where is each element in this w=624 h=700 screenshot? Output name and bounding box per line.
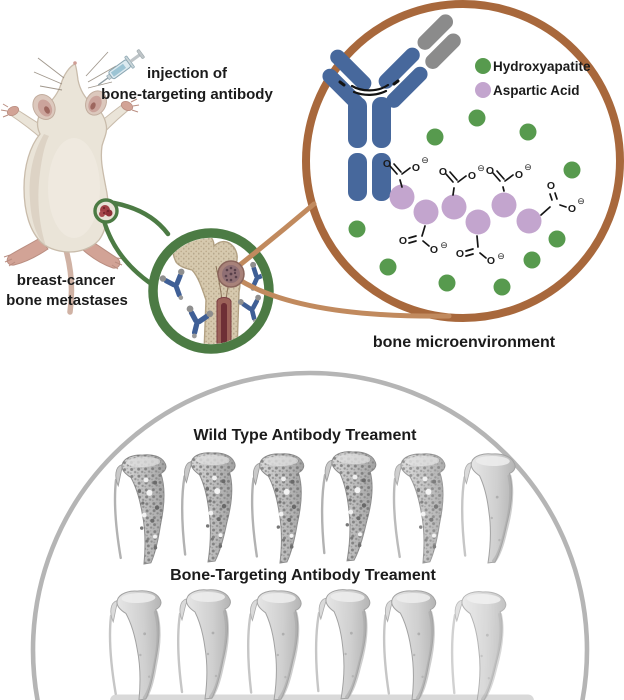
aspartic-acid-chain [389, 184, 542, 235]
svg-text:⊖: ⊖ [421, 155, 429, 165]
carboxylate: O O ⊖ [486, 162, 532, 192]
mouse-right-foot [82, 239, 121, 269]
injection-label-line1: injection of [147, 65, 228, 82]
legend-dot-hydroxyapatite [475, 58, 491, 74]
svg-text:O: O [412, 162, 420, 174]
antibody-gray-targeting-domains [417, 14, 461, 69]
carboxylate: O O ⊖ [383, 155, 429, 188]
mouse-left-foot [6, 237, 49, 266]
antibody-blue-domains [322, 47, 428, 201]
carboxylate: O O ⊖ [399, 225, 448, 256]
bone-scan [391, 451, 450, 566]
injection-label: injection of bone-targeting antibody [101, 65, 273, 103]
zoom-circle-content [158, 238, 264, 344]
carboxylate: O O ⊖ [439, 163, 485, 196]
svg-text:O: O [399, 235, 407, 247]
bone-tumor [217, 260, 245, 288]
hip-tumor-marker [93, 198, 119, 224]
mouse-whiskers [33, 51, 117, 91]
legend-dot-aspartic-acid [475, 82, 491, 98]
hydroxyapatite-particles [348, 109, 581, 296]
magnifier-cone-orange [233, 201, 452, 319]
mouse-claws [0, 98, 140, 118]
bone-scan [250, 452, 307, 565]
mouse-toes [3, 254, 125, 270]
bottom-bar [110, 694, 534, 700]
syringe-icon [97, 49, 145, 86]
injection-label-line2: bone-targeting antibody [101, 86, 273, 103]
svg-text:⊖: ⊖ [440, 240, 448, 250]
svg-text:⊖: ⊖ [524, 162, 532, 172]
engineered-antibody [322, 14, 461, 201]
svg-text:O: O [486, 165, 494, 177]
wild-type-bone-row [112, 449, 518, 567]
svg-text:O: O [568, 203, 576, 215]
svg-text:O: O [547, 180, 555, 192]
antibody-hinge [338, 79, 400, 96]
bone-scan [319, 449, 378, 563]
metastases-label: breast-cancer bone metastases [6, 272, 128, 309]
mouse-right-ear [85, 90, 107, 116]
bone-scan [245, 588, 304, 700]
bone-scan [112, 452, 171, 567]
mouse-left-ear [32, 94, 56, 120]
legend-label-hydroxyapatite: Hydroxyapatite [493, 59, 591, 74]
bone-scan [180, 451, 237, 564]
carboxylate-groups: O O ⊖ O O ⊖ O O ⊖ O O [383, 155, 585, 267]
svg-text:O: O [515, 169, 523, 181]
svg-text:⊖: ⊖ [477, 163, 485, 173]
mouse-illustration [0, 49, 145, 315]
legend: Hydroxyapatite Aspartic Acid [475, 58, 591, 98]
svg-text:⊖: ⊖ [497, 251, 505, 261]
bone-scan [176, 587, 233, 700]
bone-targeting-bone-row [108, 589, 506, 700]
mouse-right-paw [120, 100, 134, 112]
carboxylate: O O ⊖ [456, 235, 505, 267]
mouse-nose [73, 61, 77, 65]
svg-text:O: O [468, 170, 476, 182]
svg-text:O: O [383, 158, 391, 170]
wild-type-title: Wild Type Antibody Treament [194, 427, 418, 444]
bone-scan [450, 591, 506, 700]
svg-text:O: O [487, 255, 495, 267]
mouse-body-shading [29, 134, 49, 246]
legend-label-aspartic-acid: Aspartic Acid [493, 83, 580, 98]
bone-scan [108, 590, 164, 700]
bone-zoom-circle [148, 228, 274, 354]
mouse-tail [63, 247, 75, 315]
bone-scan [381, 588, 440, 700]
svg-text:O: O [430, 244, 438, 256]
magnifier-cone-green [101, 200, 171, 286]
bone-targeting-title: Bone-Targeting Antibody Treament [170, 567, 436, 584]
mouse-back-highlight [48, 138, 100, 238]
bone-scan [459, 451, 518, 566]
carboxylate: O O ⊖ [540, 180, 585, 216]
treatment-panel: Wild Type Antibody Treament Bone-Targeti… [30, 370, 590, 700]
bone-marrow [216, 297, 232, 344]
metastases-label-line2: bone metastases [6, 292, 128, 309]
mouse-left-paw [6, 105, 20, 117]
bone-scan [314, 589, 370, 700]
bone-microenvironment: O O ⊖ O O ⊖ O O ⊖ O O [302, 0, 624, 351]
svg-text:⊖: ⊖ [577, 196, 585, 206]
svg-text:O: O [439, 166, 447, 178]
treatment-ring [30, 370, 590, 700]
zoom-ring [148, 228, 274, 354]
metastases-label-line1: breast-cancer [17, 272, 116, 289]
microenvironment-caption: bone microenvironment [373, 334, 556, 351]
svg-text:O: O [456, 248, 464, 260]
